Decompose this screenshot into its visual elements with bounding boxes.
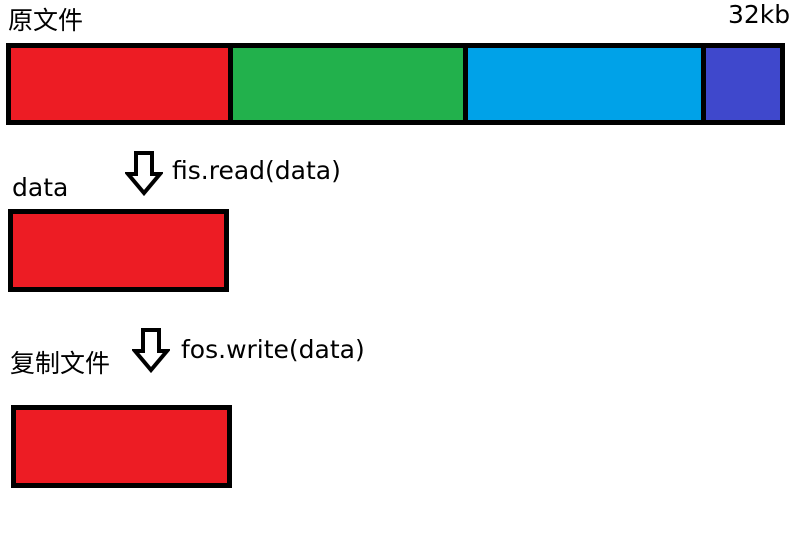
file-size-label: 32kb xyxy=(728,0,791,29)
data-buffer-block xyxy=(8,209,229,292)
read-code-label: fis.read(data) xyxy=(172,156,341,185)
arrow-down-icon xyxy=(132,328,170,373)
segment-chunk-1 xyxy=(11,48,228,120)
segment-chunk-3 xyxy=(463,48,701,120)
segment-chunk-4 xyxy=(701,48,780,120)
buffer-label: data xyxy=(12,173,69,202)
source-file-bar xyxy=(6,43,785,125)
segment-chunk-2 xyxy=(228,48,463,120)
write-code-label: fos.write(data) xyxy=(181,335,365,364)
copy-file-label: 复制文件 xyxy=(10,349,111,378)
arrow-down-icon xyxy=(125,151,163,196)
source-file-label: 原文件 xyxy=(8,6,84,35)
copy-file-block xyxy=(11,405,232,488)
